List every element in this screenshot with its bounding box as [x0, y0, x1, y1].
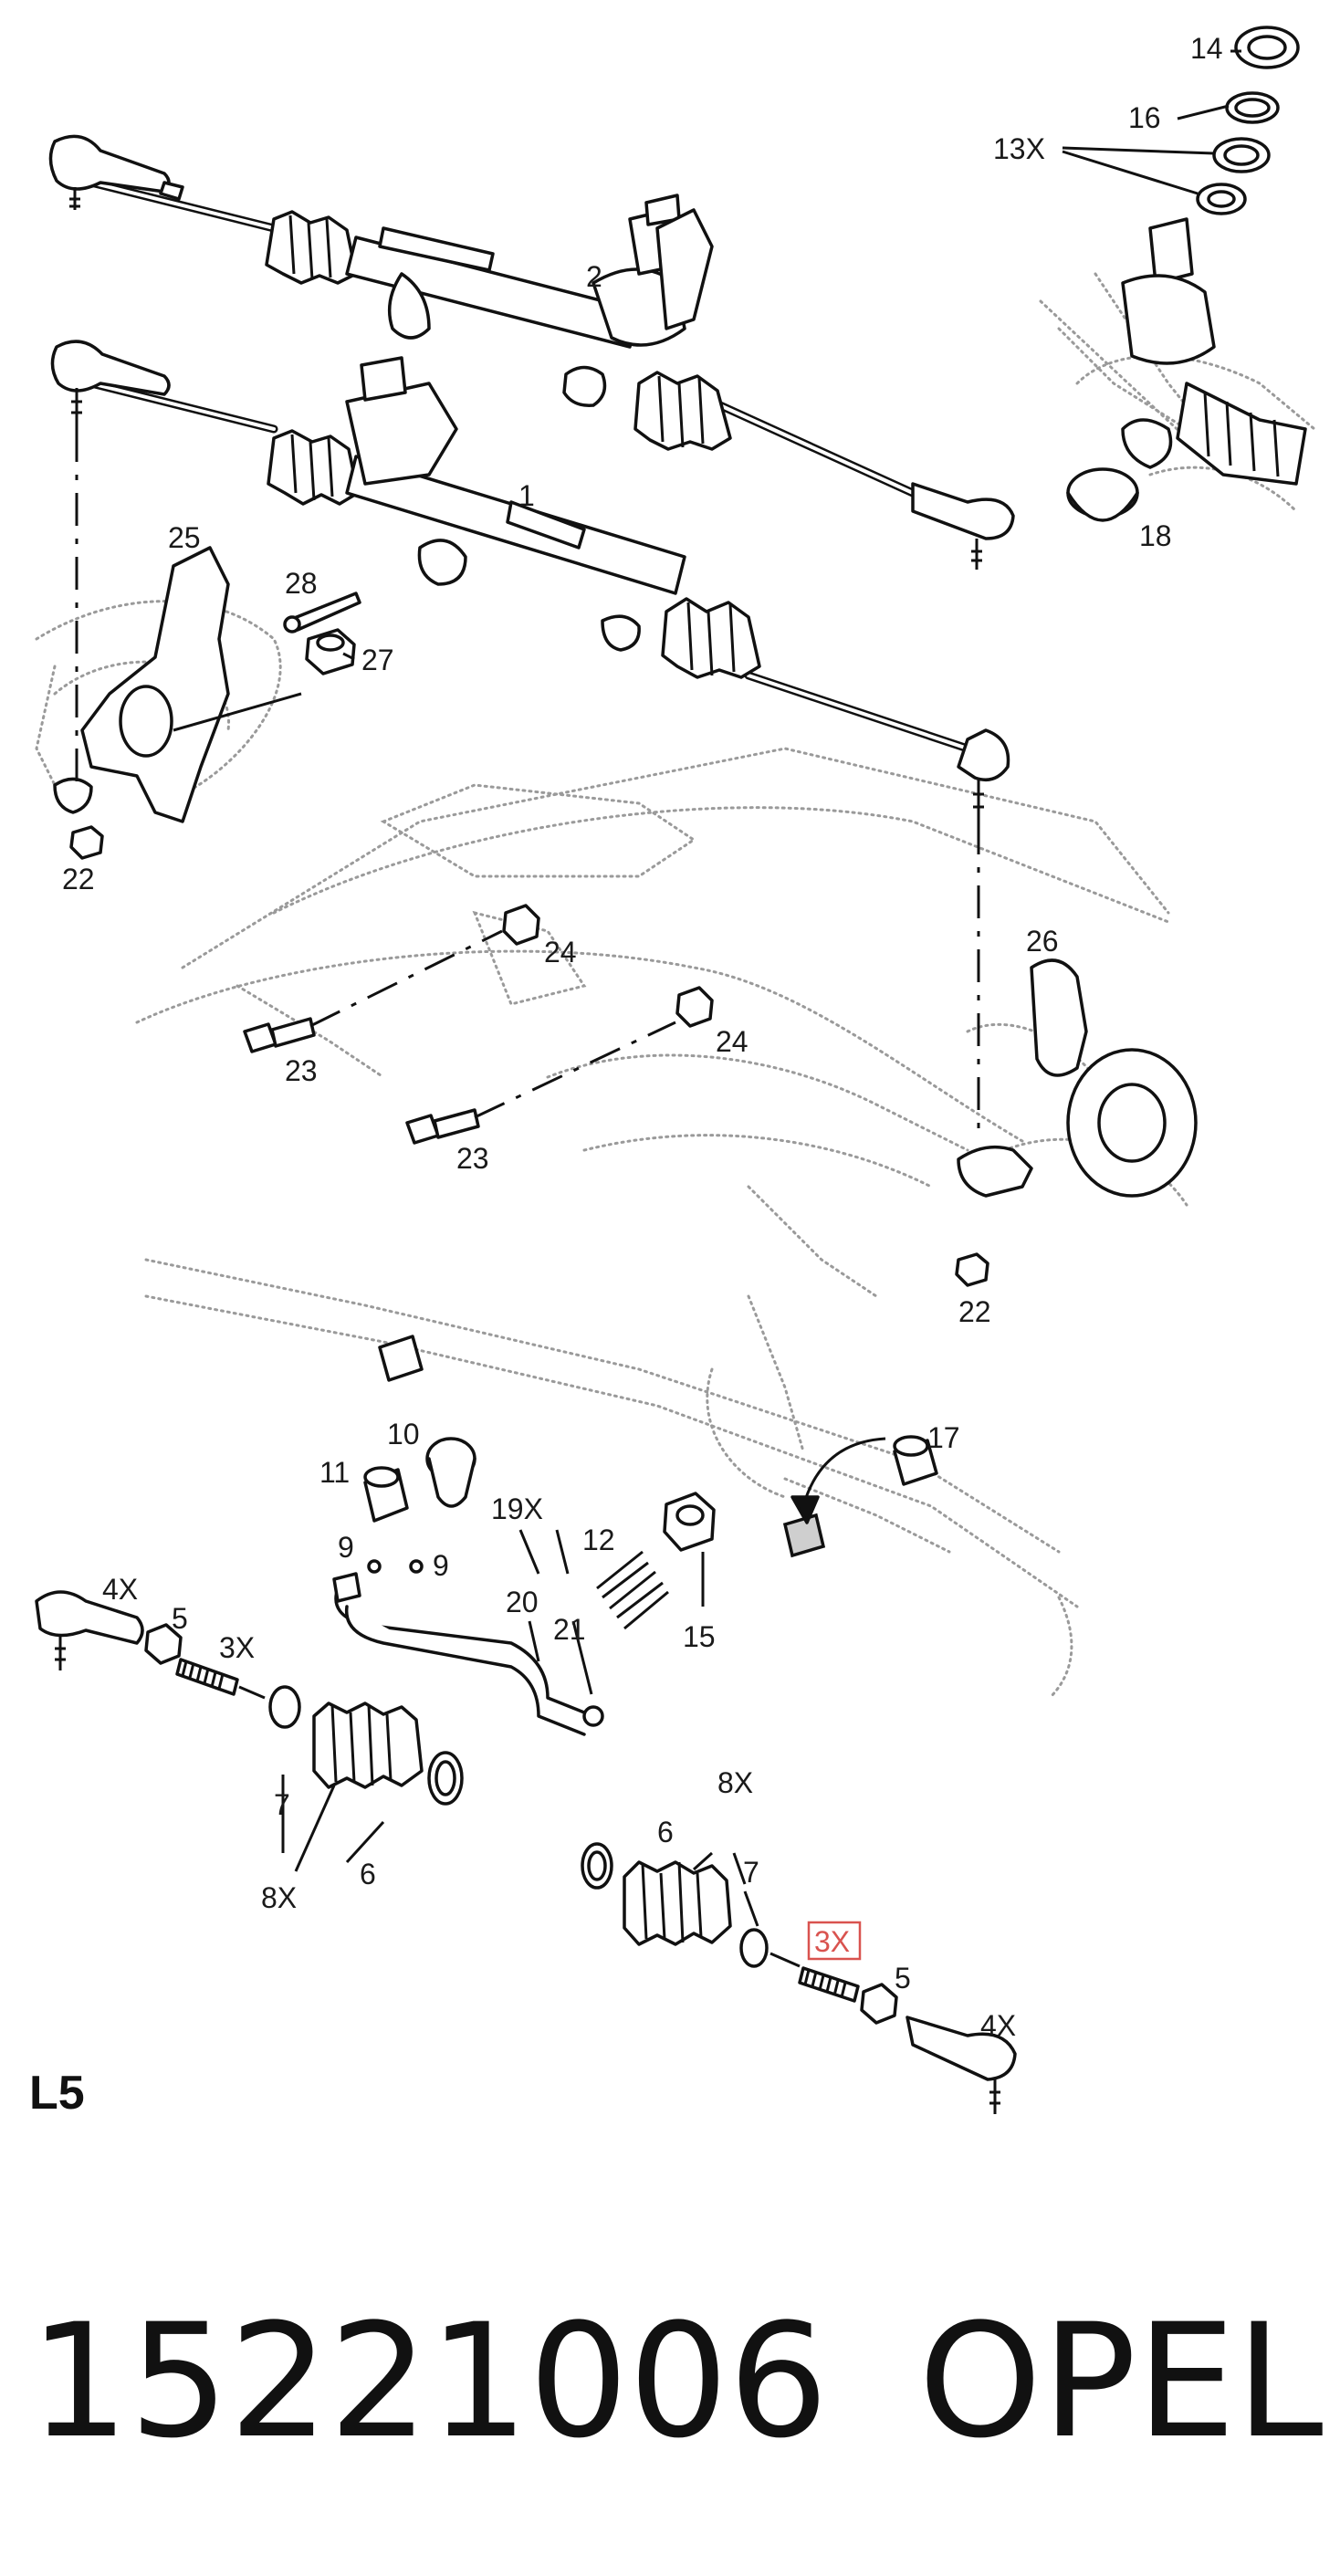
steering-knuckle [53, 546, 230, 823]
label-5-left: 5 [172, 1602, 188, 1635]
split-pin [283, 592, 361, 634]
tierod-kit-right [581, 1842, 1017, 2114]
label-6-left: 6 [360, 1858, 376, 1890]
label-26: 26 [1026, 925, 1059, 958]
label-19x: 19X [491, 1492, 543, 1525]
label-7-left: 7 [274, 1788, 290, 1821]
leader-20 [528, 1620, 540, 1662]
label-13x: 13X [993, 132, 1045, 165]
page-code: L5 [29, 2067, 85, 2120]
pinion-detail-inset [1066, 26, 1307, 522]
steering-rack-lower [50, 340, 1010, 822]
label-12: 12 [582, 1524, 615, 1556]
leader-knuckle [173, 692, 302, 732]
bush-17 [893, 1435, 938, 1486]
label-6-right: 6 [657, 1816, 674, 1848]
leader-kit-left [281, 1775, 385, 1872]
label-14: 14 [1190, 32, 1223, 65]
steering-rack-upper [48, 134, 1015, 570]
label-17: 17 [927, 1421, 960, 1454]
bush-insert [782, 1513, 826, 1558]
castle-nut [305, 628, 356, 675]
arrow-head-17 [790, 1495, 820, 1524]
label-16: 16 [1128, 101, 1161, 134]
mounting-bolt-lower [405, 1108, 480, 1145]
label-5-right: 5 [895, 1962, 911, 1995]
label-25: 25 [168, 521, 201, 554]
label-15: 15 [683, 1620, 716, 1653]
label-23-lower: 23 [456, 1142, 489, 1175]
label-22-left: 22 [62, 863, 95, 895]
boot-lower-right [661, 597, 761, 679]
label-7-right: 7 [743, 1856, 759, 1889]
label-9-right: 9 [433, 1549, 449, 1582]
label-10: 10 [387, 1418, 420, 1450]
leader-13x [1062, 146, 1215, 195]
label-2: 2 [586, 260, 602, 293]
nut-left [69, 825, 104, 860]
label-24-upper: 24 [544, 936, 577, 969]
bush-upper [378, 1335, 424, 1382]
adjuster-nut-15 [663, 1492, 716, 1552]
label-23-upper: 23 [285, 1054, 318, 1087]
pressure-lines [332, 1572, 604, 1736]
label-9-left: 9 [338, 1531, 354, 1564]
boot-upper-right [633, 371, 732, 451]
flange-nut-upper [502, 904, 540, 946]
label-3x-right: 3X [814, 1925, 850, 1958]
callout-labels: 14 16 13X 2 18 1 25 28 27 22 24 26 24 23… [62, 32, 1223, 2042]
label-8x-left: 8X [261, 1881, 297, 1914]
leader-21 [571, 1620, 593, 1695]
tierod-kit-left [35, 1590, 464, 1806]
leader-line-bolt-upper [309, 929, 503, 1028]
bush-10 [425, 1437, 476, 1508]
mounting-bolt-upper [243, 1017, 316, 1053]
label-20: 20 [506, 1586, 539, 1618]
leader-arrow-17 [801, 1437, 886, 1507]
boot-upper-left [265, 210, 358, 285]
label-4x-right: 4X [980, 2009, 1016, 2042]
leader-27 [342, 652, 355, 661]
leader-19x [518, 1529, 570, 1575]
nut-right [955, 1252, 989, 1287]
ghost-subframe [35, 272, 1316, 1700]
label-24-lower: 24 [716, 1025, 749, 1058]
label-8x-right: 8X [717, 1766, 753, 1799]
label-21: 21 [553, 1613, 586, 1646]
bush-11 [363, 1466, 409, 1523]
washer-9-left [367, 1559, 382, 1574]
flange-nut-lower [675, 986, 714, 1028]
label-28: 28 [285, 567, 318, 600]
label-27: 27 [361, 644, 394, 676]
label-3x-left: 3X [219, 1631, 255, 1664]
steering-arm [957, 958, 1198, 1198]
washer-9-right [409, 1559, 424, 1574]
label-22-right: 22 [958, 1295, 991, 1328]
boot-lower-left [267, 429, 360, 506]
leader-16 [1177, 104, 1230, 120]
label-4x-left: 4X [102, 1573, 138, 1606]
leader-line-bolt-lower [474, 1021, 676, 1119]
part-number: 15221006 [29, 2289, 828, 2473]
highlight-box [807, 1921, 862, 1961]
label-11: 11 [319, 1456, 350, 1489]
brand-name: OPEL [918, 2289, 1324, 2473]
label-1: 1 [518, 479, 535, 512]
leader-kit-right [692, 1851, 759, 1927]
label-18: 18 [1139, 519, 1172, 552]
spring-12 [596, 1550, 669, 1630]
